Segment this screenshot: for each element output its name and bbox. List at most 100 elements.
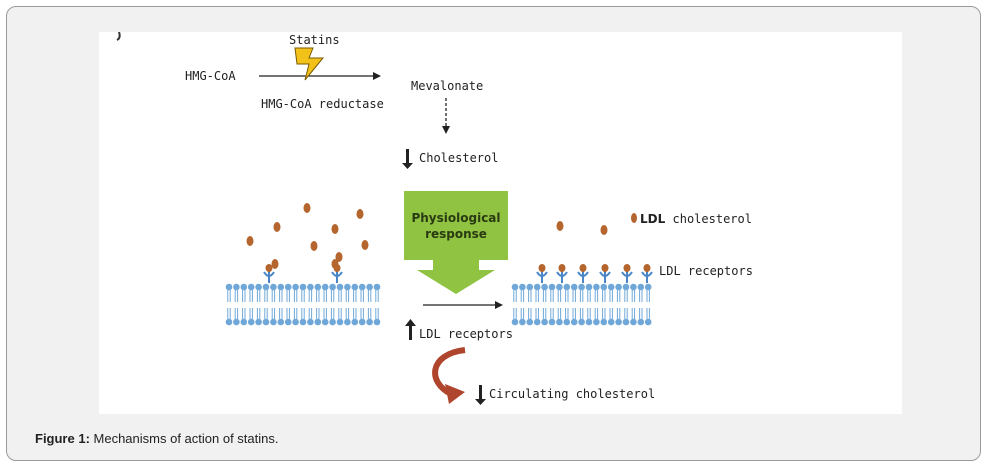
- figure-frame: HMG-CoA Statins HMG-CoA reductase Mevalo…: [6, 6, 981, 461]
- ldl-particle: [361, 240, 369, 250]
- lipid-head: [307, 318, 314, 326]
- bound-ldl-particle: [601, 264, 609, 272]
- lipid-head: [622, 318, 630, 326]
- lipid-head: [321, 318, 329, 326]
- ldl-particle: [335, 252, 343, 262]
- receptor-cup: [536, 271, 548, 277]
- lipid-head: [615, 283, 622, 291]
- lipid-head: [607, 283, 615, 291]
- lipid-head: [526, 318, 534, 326]
- ldl-particle: [600, 225, 608, 235]
- lipid-head: [593, 283, 600, 291]
- lipid-head: [351, 318, 359, 326]
- receptor-cup: [599, 271, 611, 277]
- down-arrow-shaft: [406, 149, 409, 165]
- physiological-line2: response: [425, 227, 487, 241]
- lipid-head: [570, 283, 578, 291]
- pathway-arrowhead: [373, 72, 381, 80]
- lipid-head: [336, 318, 344, 326]
- circulating-down-icon: [475, 399, 486, 405]
- ldl-cholesterol-label: cholesterol: [665, 212, 752, 226]
- ldl-particle: [246, 236, 254, 246]
- lipid-head: [233, 283, 240, 291]
- lipid-head: [578, 318, 585, 326]
- down-arrow-icon: [402, 163, 413, 169]
- ldl-receptors: [263, 264, 653, 283]
- receptor-cup: [577, 271, 589, 277]
- lipid-head: [344, 283, 351, 291]
- cell-membrane-right: [511, 283, 652, 326]
- lipid-head: [366, 283, 373, 291]
- mevalonate-arrowhead: [442, 126, 450, 134]
- lipid-head: [262, 318, 270, 326]
- svg-text:LDL cholesterol: LDL cholesterol: [640, 212, 752, 226]
- lipid-head: [541, 283, 548, 291]
- figure-image: HMG-CoA Statins HMG-CoA reductase Mevalo…: [99, 32, 902, 414]
- lipid-head: [585, 283, 593, 291]
- circulating-down-shaft: [479, 385, 482, 401]
- lipid-head: [373, 283, 381, 291]
- lipid-head: [511, 283, 519, 291]
- ldl-particle: [303, 203, 311, 213]
- bound-ldl-particle: [265, 264, 273, 272]
- ldl-receptors-right-label: LDL receptors: [659, 264, 753, 278]
- lipid-head: [233, 318, 240, 326]
- up-arrow-shaft: [409, 324, 412, 340]
- bound-ldl-particle: [538, 264, 546, 272]
- lipid-head: [519, 283, 526, 291]
- bound-ldl-particle: [643, 264, 651, 272]
- cholesterol-label: Cholesterol: [419, 151, 498, 165]
- curved-arrow-body: [432, 347, 466, 397]
- physiological-line1: Physiological: [411, 211, 500, 225]
- statins-label: Statins: [289, 33, 340, 47]
- lipid-head: [622, 283, 630, 291]
- ldl-particle: [331, 224, 339, 234]
- lipid-head: [329, 318, 336, 326]
- curved-arrow-icon: [445, 384, 465, 404]
- lipid-head: [270, 283, 277, 291]
- ldl-particles: [246, 203, 608, 269]
- lipid-head: [563, 283, 571, 291]
- receptor-cup: [556, 271, 568, 277]
- corner-fragment: [116, 32, 121, 41]
- lipid-head: [541, 318, 548, 326]
- lipid-head: [284, 318, 292, 326]
- figure-caption: Figure 1: Mechanisms of action of statin…: [35, 431, 279, 446]
- lipid-head: [344, 318, 351, 326]
- lipid-head: [351, 283, 359, 291]
- cell-membrane-left: [225, 283, 381, 326]
- lipid-head: [336, 283, 344, 291]
- ldl-particle: [310, 241, 318, 251]
- lipid-head: [533, 318, 541, 326]
- physiological-box: [404, 191, 508, 260]
- circulating-label: Circulating cholesterol: [489, 387, 655, 401]
- lipid-head: [526, 283, 534, 291]
- lipid-head: [240, 318, 248, 326]
- caption-label: Figure 1:: [35, 431, 90, 446]
- transition-arrowhead: [495, 301, 503, 309]
- lipid-head: [292, 318, 299, 326]
- up-arrow-icon: [405, 319, 416, 326]
- ldl-particle: [271, 259, 279, 269]
- lipid-head: [314, 318, 322, 326]
- lipid-head: [314, 283, 322, 291]
- lipid-head: [644, 283, 652, 291]
- lipid-head: [373, 318, 381, 326]
- ldl-particle: [273, 222, 281, 232]
- lipid-head: [284, 283, 292, 291]
- lipid-head: [630, 283, 637, 291]
- lipid-head: [270, 318, 277, 326]
- lipid-head: [240, 283, 248, 291]
- bound-ldl-particle: [558, 264, 566, 272]
- bound-ldl-particle: [333, 264, 341, 272]
- lipid-head: [329, 283, 336, 291]
- caption-text: Mechanisms of action of statins.: [89, 431, 279, 446]
- lipid-head: [321, 283, 329, 291]
- lipid-head: [366, 318, 373, 326]
- reductase-label: HMG-CoA reductase: [261, 97, 384, 111]
- lipid-head: [299, 283, 307, 291]
- lipid-head: [247, 318, 255, 326]
- bound-ldl-particle: [623, 264, 631, 272]
- lipid-head: [307, 283, 314, 291]
- lipid-head: [533, 283, 541, 291]
